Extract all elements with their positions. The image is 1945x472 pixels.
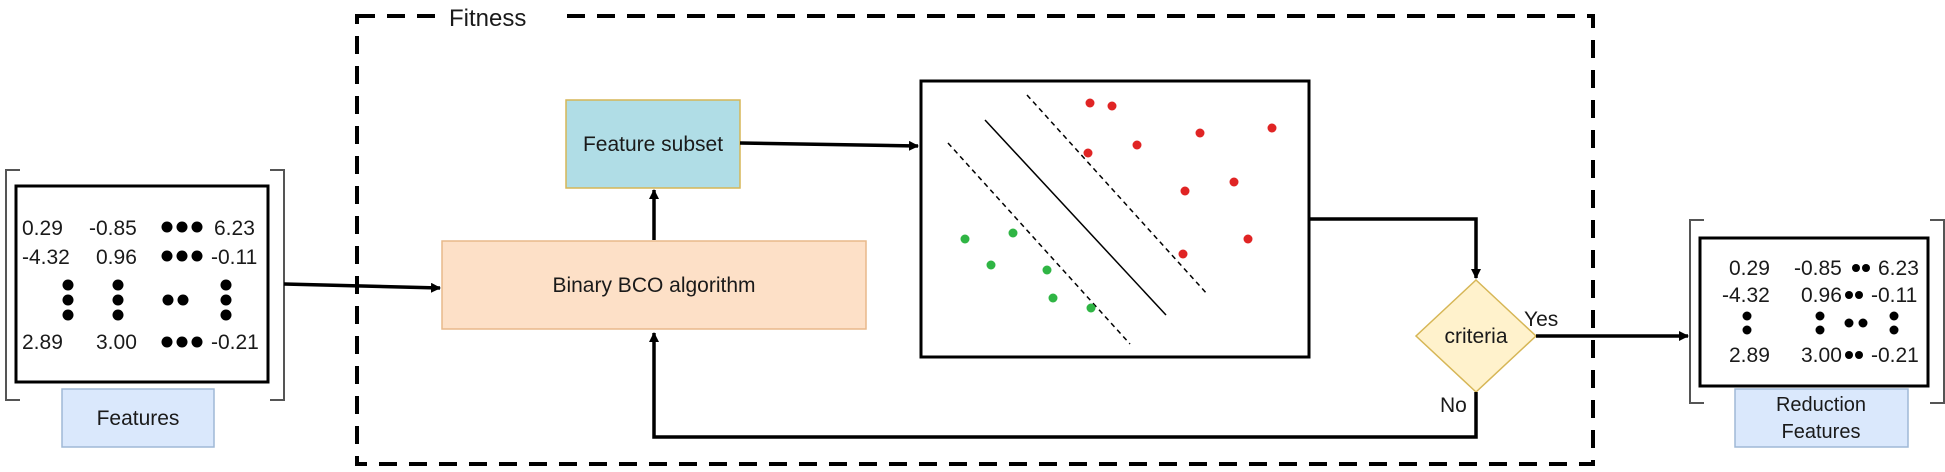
fitness-label: Fitness (449, 5, 526, 32)
fitness-region: Fitness (355, 4, 1595, 466)
arrow-no-loop-to-bco (649, 332, 1478, 439)
arrow-subset-to-classifier (739, 140, 919, 151)
reduction-caption-line1: Reduction (1776, 394, 1866, 416)
right-bracket (270, 169, 285, 401)
arrow-features-to-bco (283, 282, 441, 293)
output-feature-matrix: 0.29 -0.85 6.23 -4.32 0.96 -0.11 2.89 3.… (1689, 219, 1945, 404)
matrix-cell: -0.85 (89, 217, 137, 240)
svm-classifier-panel (919, 79, 1311, 359)
reduction-caption-line2: Features (1782, 421, 1861, 443)
matrix-cell: 0.96 (96, 246, 137, 269)
matrix-cell: -4.32 (1722, 284, 1770, 307)
feature-subset-label: Feature subset (583, 133, 723, 156)
criteria-label: criteria (1444, 325, 1507, 348)
lower-margin-line (947, 142, 1131, 345)
connectors (283, 140, 1689, 439)
matrix-cell: -4.32 (22, 246, 70, 269)
class-a-points (1083, 98, 1277, 259)
features-caption: Features (61, 388, 215, 448)
class-b-points (960, 228, 1096, 313)
left-bracket (5, 169, 20, 401)
criteria-decision: criteria (1414, 278, 1538, 394)
matrix-cell: 6.23 (1878, 257, 1919, 280)
decision-boundary-line (984, 119, 1167, 316)
ellipsis-dots (1742, 264, 1899, 359)
matrix-cell: -0.21 (211, 331, 259, 354)
right-bracket (1930, 219, 1945, 404)
matrix-cell: 3.00 (1801, 344, 1842, 367)
input-feature-matrix: 0.29 -0.85 6.23 -4.32 0.96 -0.11 2.89 3.… (5, 169, 285, 401)
matrix-cell: 2.89 (22, 331, 63, 354)
ellipsis-dots (62, 221, 232, 348)
matrix-cell: -0.11 (211, 246, 257, 269)
reduction-features-caption: Reduction Features (1734, 388, 1909, 448)
bco-algorithm-label: Binary BCO algorithm (552, 274, 755, 297)
left-bracket (1689, 219, 1704, 404)
features-caption-text: Features (97, 407, 180, 430)
matrix-cell: -0.85 (1794, 257, 1842, 280)
arrow-classifier-to-criteria (1309, 217, 1481, 279)
no-label: No (1440, 394, 1467, 417)
matrix-cell: 2.89 (1729, 344, 1770, 367)
matrix-cell: -0.11 (1871, 284, 1917, 307)
yes-label: Yes (1524, 308, 1558, 331)
matrix-cell: 6.23 (214, 217, 255, 240)
matrix-cell: 0.29 (22, 217, 63, 240)
matrix-cell: 0.29 (1729, 257, 1770, 280)
bco-algorithm-box: Binary BCO algorithm (441, 240, 867, 330)
matrix-cell: -0.21 (1871, 344, 1919, 367)
matrix-cell: 0.96 (1801, 284, 1842, 307)
feature-subset-box: Feature subset (565, 99, 741, 189)
matrix-cell: 3.00 (96, 331, 137, 354)
